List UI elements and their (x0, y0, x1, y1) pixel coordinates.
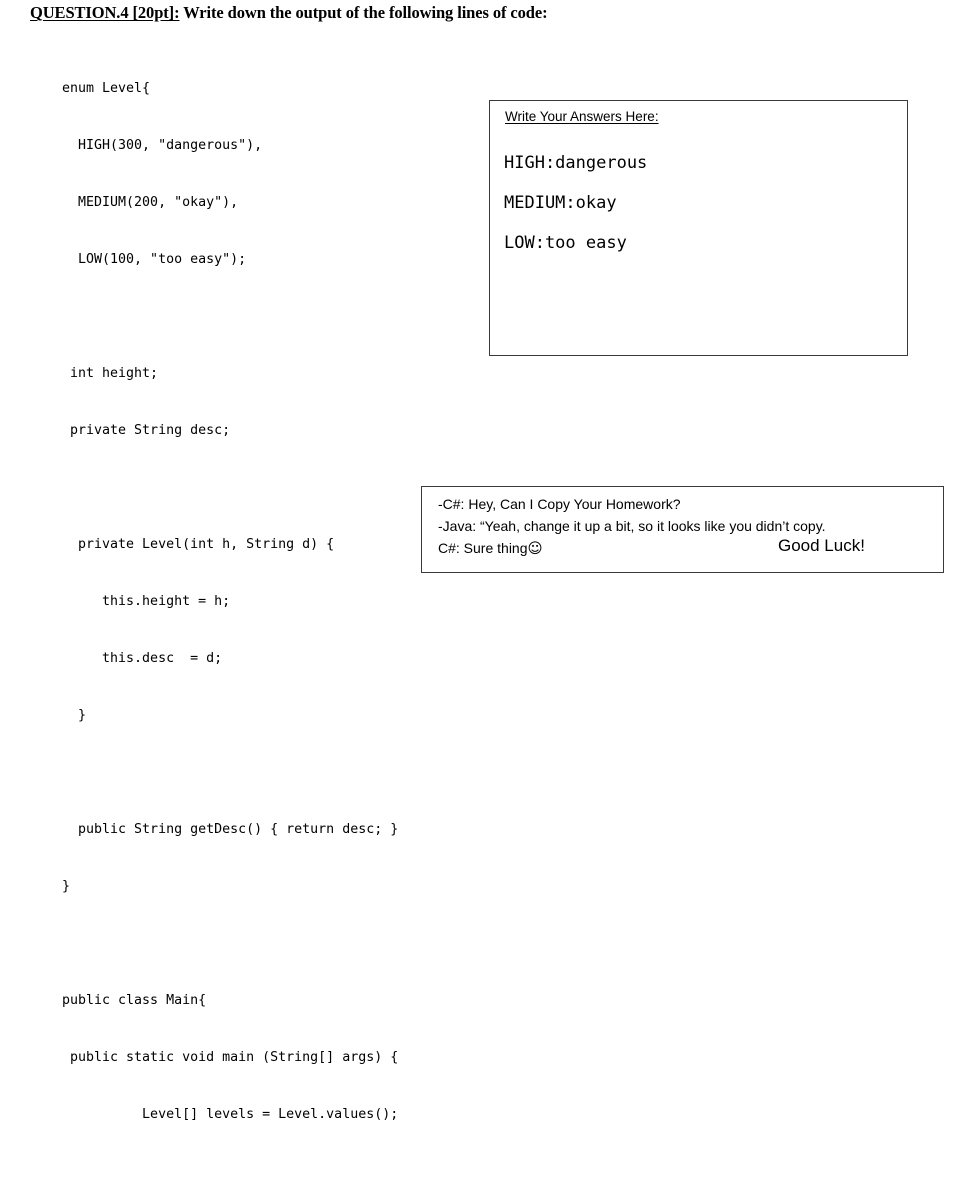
code-line (62, 934, 502, 953)
code-line: this.desc = d; (62, 651, 223, 666)
question-prompt: Write down the output of the following l… (179, 3, 548, 22)
joke-line-csharp-agree-text: C#: Sure thing (438, 540, 528, 556)
answer-line: LOW:too easy (504, 233, 627, 253)
joke-text: -C#: Hey, Can I Copy Your Homework? -Jav… (438, 493, 935, 560)
code-line: public String getDesc() { return desc; } (62, 822, 399, 837)
code-line: } (62, 708, 87, 723)
code-line: Level[] levels = Level.values(); (62, 1107, 399, 1122)
code-line: HIGH(300, "dangerous"), (62, 138, 263, 153)
code-listing: enum Level{ HIGH(300, "dangerous"), MEDI… (62, 41, 502, 1186)
code-line: private String desc; (62, 423, 231, 438)
code-line (62, 1162, 502, 1181)
code-line: MEDIUM(200, "okay"), (62, 195, 239, 210)
smiley-face-icon: ☺ (527, 541, 543, 557)
page-title: QUESTION.4 [20pt]: Write down the output… (30, 3, 548, 23)
code-line (62, 307, 502, 326)
code-line: enum Level{ (62, 81, 151, 96)
code-line: this.height = h; (62, 594, 231, 609)
answer-line: MEDIUM:okay (504, 193, 617, 213)
joke-line-csharp-ask: -C#: Hey, Can I Copy Your Homework? (438, 496, 681, 512)
code-line: private Level(int h, String d) { (62, 537, 335, 552)
question-label: QUESTION.4 [20pt]: (30, 3, 180, 22)
code-line: } (62, 879, 71, 894)
joke-box: -C#: Hey, Can I Copy Your Homework? -Jav… (421, 486, 944, 573)
code-line: int height; (62, 366, 159, 381)
code-line: public class Main{ (62, 993, 207, 1008)
answers-box[interactable]: Write Your Answers Here: HIGH:dangerous … (489, 100, 908, 356)
joke-line-java-reply: -Java: “Yeah, change it up a bit, so it … (438, 518, 826, 534)
code-line (62, 763, 502, 782)
code-line: LOW(100, "too easy"); (62, 252, 247, 267)
code-line: public static void main (String[] args) … (62, 1050, 399, 1065)
joke-line-csharp-agree: C#: Sure thing☺ Good Luck! (438, 536, 935, 560)
answers-list: HIGH:dangerous MEDIUM:okay LOW:too easy (504, 143, 899, 263)
answer-line: HIGH:dangerous (504, 153, 648, 173)
good-luck-text: Good Luck! (778, 536, 865, 555)
answers-box-title: Write Your Answers Here: (505, 109, 659, 124)
